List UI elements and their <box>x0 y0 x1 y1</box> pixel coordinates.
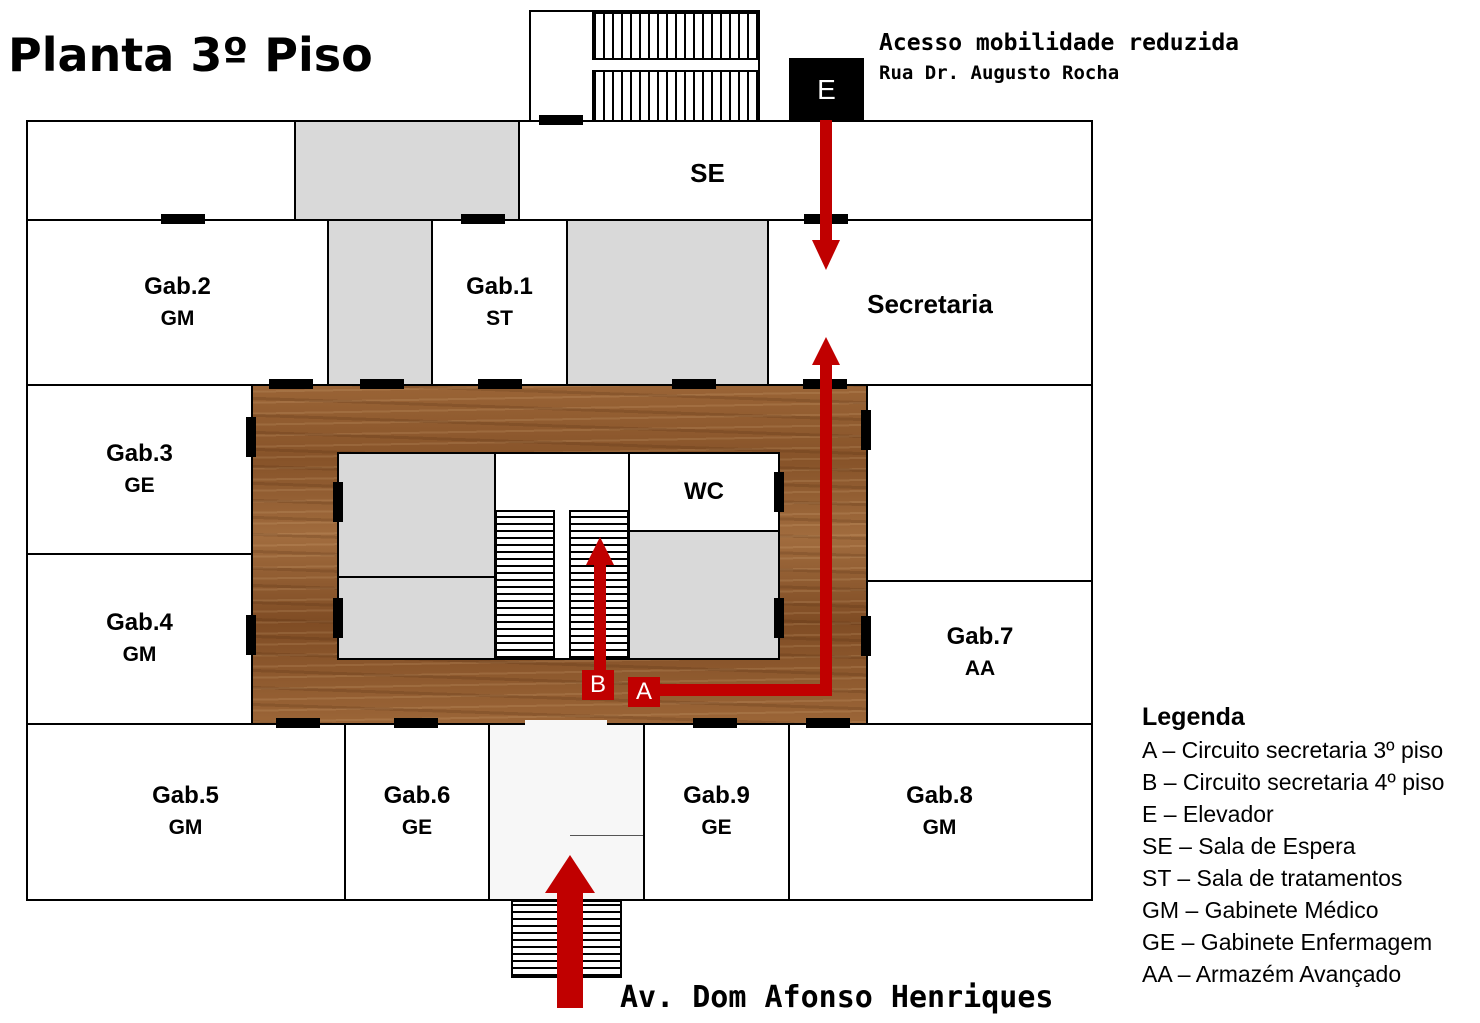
legend-item: B – Circuito secretaria 4º piso <box>1142 769 1445 795</box>
legend-item: GM – Gabinete Médico <box>1142 897 1379 923</box>
room-gab7-type: AA <box>964 657 996 680</box>
door-floor-top-1 <box>269 379 313 389</box>
room-gab3-type: GE <box>124 474 155 497</box>
door-top-stair <box>539 115 583 125</box>
corridor-left-upper <box>327 219 433 386</box>
room-gab8-name: Gab.8 <box>906 782 973 809</box>
room-gab6 <box>344 723 490 901</box>
room-gab1-type: ST <box>486 307 513 330</box>
room-gab3-label: Gab.3 GE <box>62 437 217 501</box>
legend-item: E – Elevador <box>1142 801 1274 827</box>
door-right-empty <box>861 410 871 450</box>
legend-item: AA – Armazém Avançado <box>1142 961 1402 987</box>
room-gab9-type: GE <box>701 816 732 839</box>
room-gab5 <box>26 723 346 901</box>
access-street: Rua Dr. Augusto Rocha <box>879 62 1120 84</box>
room-gab3-name: Gab.3 <box>106 440 173 467</box>
door-floor-bottom-2 <box>394 718 438 728</box>
access-title: Acesso mobilidade reduzida <box>879 30 1240 56</box>
room-gab4-label: Gab.4 GM <box>62 606 217 670</box>
room-gab2-label: Gab.2 GM <box>100 270 255 334</box>
room-gab2-type: GM <box>160 307 195 330</box>
legend-item: ST – Sala de tratamentos <box>1142 865 1403 891</box>
room-gab4-type: GM <box>122 643 157 666</box>
route-b-arrow <box>586 537 614 671</box>
marker-b: B <box>582 670 614 700</box>
page-title: Planta 3º Piso <box>8 28 373 82</box>
door-gab1-top <box>461 214 505 224</box>
room-gab1-name: Gab.1 <box>466 273 533 300</box>
door-gab2-top <box>161 214 205 224</box>
room-gab3 <box>26 384 253 555</box>
room-gab6-name: Gab.6 <box>383 782 451 809</box>
door-floor-top-3 <box>478 379 522 389</box>
room-gab7-label: Gab.7 AA <box>900 620 1060 684</box>
legend: Legenda A – Circuito secretaria 3º piso … <box>1142 700 1444 990</box>
door-gab7 <box>861 616 871 656</box>
room-gab1-label: Gab.1 ST <box>431 270 568 334</box>
door-core-left-lower <box>333 598 343 638</box>
room-wc-label: WC <box>684 478 724 505</box>
door-core-right <box>774 598 784 638</box>
room-gab8-label: Gab.8 GM <box>862 779 1017 843</box>
room-secretaria-label: Secretaria <box>867 289 993 319</box>
room-gab4-name: Gab.4 <box>106 609 173 636</box>
door-floor-bottom-3 <box>693 718 737 728</box>
room-gab8-type: GM <box>922 816 957 839</box>
legend-title: Legenda <box>1142 703 1245 731</box>
room-se-label: SE <box>690 158 725 188</box>
door-floor-bottom-1 <box>276 718 320 728</box>
room-gab6-type: GE <box>401 816 433 839</box>
door-gab4 <box>246 615 256 655</box>
door-floor-top-4 <box>672 379 716 389</box>
room-gab9-name: Gab.9 <box>683 782 750 809</box>
legend-item: A – Circuito secretaria 3º piso <box>1142 737 1444 763</box>
room-gab9-label: Gab.9 GE <box>643 779 790 843</box>
entrance-opening <box>525 720 607 726</box>
route-elevator-arrow <box>812 120 840 270</box>
core-grey-left-upper <box>337 452 496 578</box>
room-right-empty <box>866 384 1093 582</box>
room-gab5-name: Gab.5 <box>152 782 219 809</box>
room-gab5-label: Gab.5 GM <box>108 779 263 843</box>
room-gab4 <box>26 553 253 725</box>
door-wc <box>774 472 784 512</box>
core-grey-right <box>628 530 780 660</box>
route-a-arrow <box>658 337 840 696</box>
legend-item: GE – Gabinete Enfermagem <box>1142 929 1433 955</box>
core-stairs-left <box>495 510 555 660</box>
room-gab8 <box>788 723 1093 901</box>
entrance-arrow <box>545 855 595 1008</box>
door-floor-top-2 <box>360 379 404 389</box>
room-gab6-label: Gab.6 GE <box>344 779 490 843</box>
street-label: Av. Dom Afonso Henriques <box>620 980 1054 1015</box>
entrance-line <box>570 835 643 836</box>
door-floor-bottom-4 <box>806 718 850 728</box>
elevator <box>789 58 864 121</box>
legend-item: SE – Sala de Espera <box>1142 833 1356 859</box>
door-gab3 <box>246 417 256 457</box>
room-gab5-type: GM <box>168 816 203 839</box>
top-stairs-upper <box>592 12 758 60</box>
door-core-left-upper <box>333 482 343 522</box>
room-gab2-name: Gab.2 <box>144 273 211 300</box>
marker-a: A <box>628 677 660 707</box>
room-gab7-name: Gab.7 <box>946 623 1014 650</box>
elevator-label: E <box>817 74 836 105</box>
corridor-right-upper <box>566 219 769 386</box>
